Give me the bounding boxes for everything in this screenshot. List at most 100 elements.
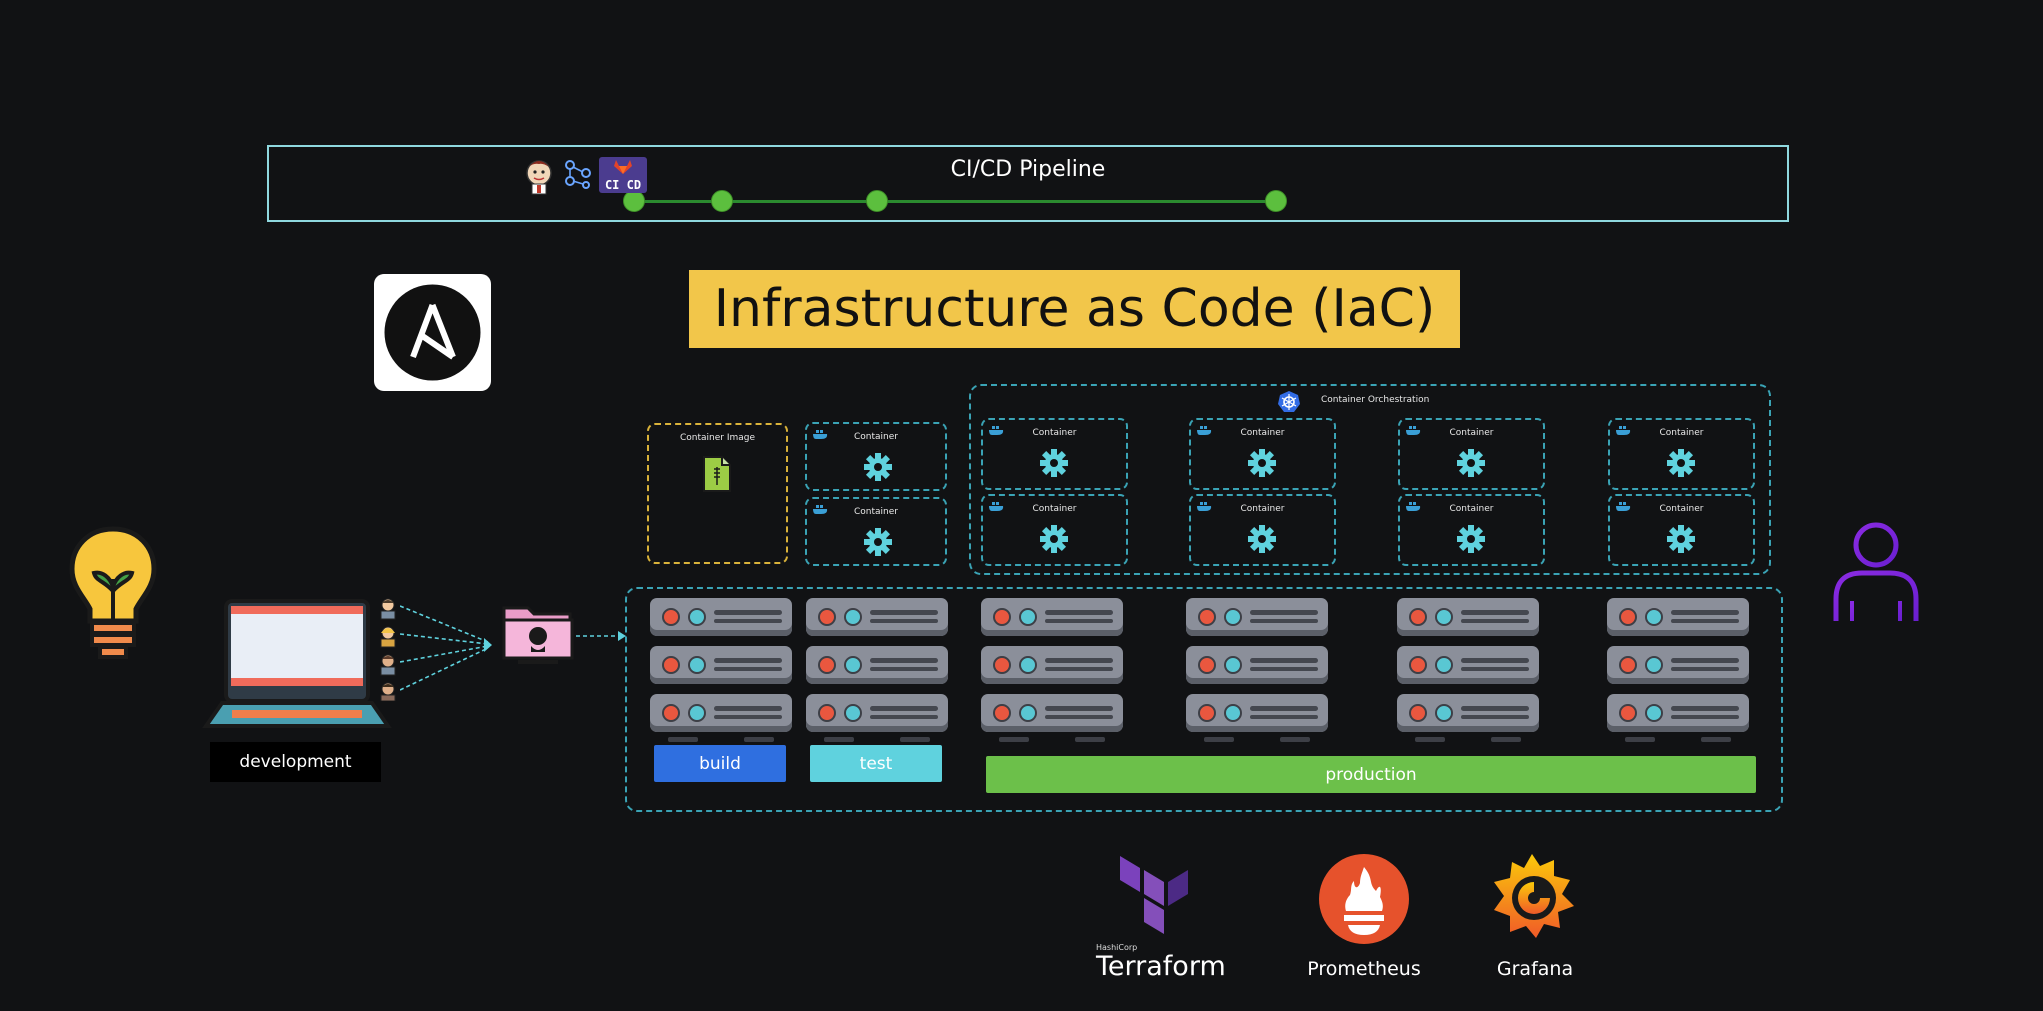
drive-slot bbox=[870, 667, 938, 671]
drive-slot bbox=[1671, 715, 1739, 719]
status-led-blue bbox=[688, 704, 706, 722]
server-foot bbox=[1701, 737, 1731, 742]
gear-icon bbox=[1667, 525, 1695, 553]
server-unit bbox=[1186, 598, 1328, 636]
drive-slot bbox=[1045, 706, 1113, 711]
grafana-label: Grafana bbox=[1496, 958, 1574, 980]
docker-icon bbox=[1197, 502, 1212, 511]
server-foot bbox=[1204, 737, 1234, 742]
drive-slot bbox=[1045, 658, 1113, 663]
pipeline-stage-dot bbox=[711, 190, 733, 212]
status-led-red bbox=[1198, 704, 1216, 722]
status-led-blue bbox=[1019, 704, 1037, 722]
status-led-red bbox=[993, 608, 1011, 626]
grafana-icon bbox=[1494, 854, 1574, 938]
server-unit bbox=[806, 598, 948, 636]
drive-slot bbox=[1250, 706, 1318, 711]
server-unit bbox=[806, 694, 948, 732]
gear-icon bbox=[1248, 449, 1276, 477]
status-led-blue bbox=[844, 704, 862, 722]
status-led-blue bbox=[1645, 704, 1663, 722]
status-led-blue bbox=[1224, 608, 1242, 626]
container-box: Container bbox=[1189, 418, 1336, 490]
status-led-red bbox=[1409, 608, 1427, 626]
drive-slot bbox=[1045, 715, 1113, 719]
status-led-red bbox=[993, 704, 1011, 722]
docker-icon bbox=[813, 505, 828, 514]
server-unit bbox=[1397, 598, 1539, 636]
gear-icon bbox=[1040, 449, 1068, 477]
container-box: Container bbox=[1398, 418, 1545, 490]
drive-slot bbox=[1671, 658, 1739, 663]
pipeline-track bbox=[631, 200, 1273, 203]
status-led-blue bbox=[844, 656, 862, 674]
server-foot bbox=[824, 737, 854, 742]
docker-icon bbox=[1406, 426, 1421, 435]
drive-slot bbox=[1461, 658, 1529, 663]
status-led-blue bbox=[1224, 656, 1242, 674]
server-unit bbox=[981, 694, 1123, 732]
server-unit bbox=[1607, 646, 1749, 684]
server-foot bbox=[999, 737, 1029, 742]
container-image-file-icon bbox=[703, 456, 731, 492]
status-led-red bbox=[1198, 608, 1216, 626]
environment-servers-box bbox=[625, 587, 1783, 812]
git-repository-folder-icon bbox=[502, 606, 574, 664]
build-label: build bbox=[654, 745, 786, 782]
drive-slot bbox=[1461, 610, 1529, 615]
drive-slot bbox=[714, 658, 782, 663]
test-label: test bbox=[810, 745, 942, 782]
developer-avatars bbox=[380, 598, 396, 701]
kubernetes-icon bbox=[1278, 391, 1300, 412]
gear-icon bbox=[864, 528, 892, 556]
drive-slot bbox=[1671, 610, 1739, 615]
status-led-red bbox=[1198, 656, 1216, 674]
server-foot bbox=[1491, 737, 1521, 742]
server-unit bbox=[1186, 694, 1328, 732]
container-box: Container bbox=[805, 422, 947, 491]
drive-slot bbox=[870, 619, 938, 623]
container-label: Container bbox=[1659, 428, 1704, 438]
status-led-red bbox=[1619, 656, 1637, 674]
container-box: Container bbox=[981, 494, 1128, 566]
server-unit bbox=[1397, 646, 1539, 684]
drive-slot bbox=[1250, 715, 1318, 719]
drive-slot bbox=[1250, 658, 1318, 663]
server-foot bbox=[1625, 737, 1655, 742]
container-label: Container bbox=[854, 507, 898, 517]
server-unit bbox=[1397, 694, 1539, 732]
iac-title-banner: Infrastructure as Code (IaC) bbox=[689, 270, 1460, 348]
status-led-blue bbox=[1435, 608, 1453, 626]
server-unit bbox=[981, 646, 1123, 684]
development-label: development bbox=[210, 742, 381, 782]
status-led-blue bbox=[1645, 656, 1663, 674]
drive-slot bbox=[1045, 619, 1113, 623]
drive-slot bbox=[1671, 619, 1739, 623]
drive-slot bbox=[1461, 706, 1529, 711]
gear-icon bbox=[1040, 525, 1068, 553]
status-led-blue bbox=[1435, 704, 1453, 722]
container-label: Container bbox=[1449, 428, 1494, 438]
gitlab-cicd-icon: CI CD bbox=[599, 157, 647, 193]
server-unit bbox=[650, 694, 792, 732]
drive-slot bbox=[1461, 667, 1529, 671]
drive-slot bbox=[714, 715, 782, 719]
docker-icon bbox=[1616, 426, 1631, 435]
end-user-icon bbox=[1833, 522, 1919, 621]
developer-avatar-icon bbox=[380, 654, 396, 676]
cicd-pipeline-box: CI/CD Pipeline CI CD bbox=[267, 145, 1789, 222]
status-led-blue bbox=[688, 608, 706, 626]
container-image-label: Container Image bbox=[679, 433, 756, 443]
docker-icon bbox=[989, 502, 1004, 511]
server-foot bbox=[900, 737, 930, 742]
drive-slot bbox=[714, 619, 782, 623]
developer-avatar-icon bbox=[380, 682, 396, 701]
status-led-red bbox=[993, 656, 1011, 674]
ansible-tile bbox=[374, 274, 491, 391]
server-unit bbox=[650, 598, 792, 636]
container-label: Container bbox=[1659, 504, 1704, 514]
server-foot bbox=[668, 737, 698, 742]
drive-slot bbox=[714, 610, 782, 615]
status-led-blue bbox=[1019, 656, 1037, 674]
container-box: Container bbox=[1608, 494, 1755, 566]
